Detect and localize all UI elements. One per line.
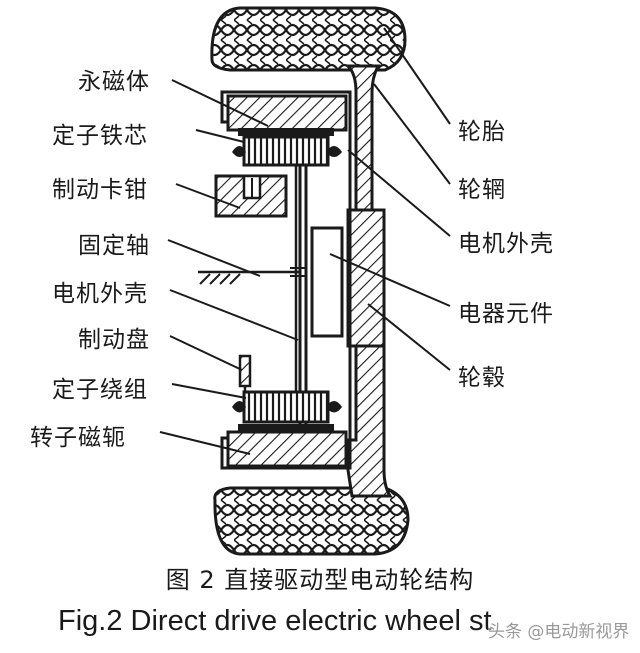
leader-lines-left [159,79,299,455]
coil-end-right-top [326,146,342,157]
leader-lines-right [329,27,451,371]
label-fixed-shaft: 固定轴 [78,233,150,259]
label-hub: 轮毂 [458,365,506,391]
brake-caliper-shape [214,174,288,218]
label-stator-winding: 定子绕组 [52,377,148,403]
label-tire: 轮胎 [458,119,506,145]
label-stator-core: 定子铁芯 [52,123,148,149]
label-motor-housing-left: 电机外壳 [52,281,148,307]
tire-bottom [213,486,410,556]
coil-end-left-top [232,146,246,157]
label-electrical-components: 电器元件 [458,301,554,327]
caption-english: Fig.2 Direct drive electric wheel st [58,605,492,637]
label-brake-caliper: 制动卡钳 [52,177,148,203]
stator-winding-top [242,135,330,167]
label-brake-disc: 制动盘 [78,327,150,353]
permanent-magnet-top [238,128,334,136]
coil-end-left-bottom [232,401,246,413]
caption-chinese: 图 2 直接驱动型电动轮结构 [165,566,475,594]
label-rotor-yoke: 转子磁轭 [30,425,126,451]
brake-disc-shape [238,354,252,392]
electrical-component-box [310,226,344,338]
stator-winding-bottom [242,390,330,424]
fixed-shaft-ground [198,267,306,285]
coil-end-right-bottom [326,401,342,413]
rim-hub [344,64,393,498]
rotor-yoke-bottom [226,430,348,468]
label-permanent-magnet: 永磁体 [78,69,150,95]
watermark: 头条 @电动新视界 [488,617,630,642]
label-motor-housing-right: 电机外壳 [458,231,554,257]
rotor-yoke-top [226,94,348,132]
label-rim: 轮辋 [458,177,506,203]
tire-top [210,6,407,72]
permanent-magnet-bottom [238,424,334,432]
